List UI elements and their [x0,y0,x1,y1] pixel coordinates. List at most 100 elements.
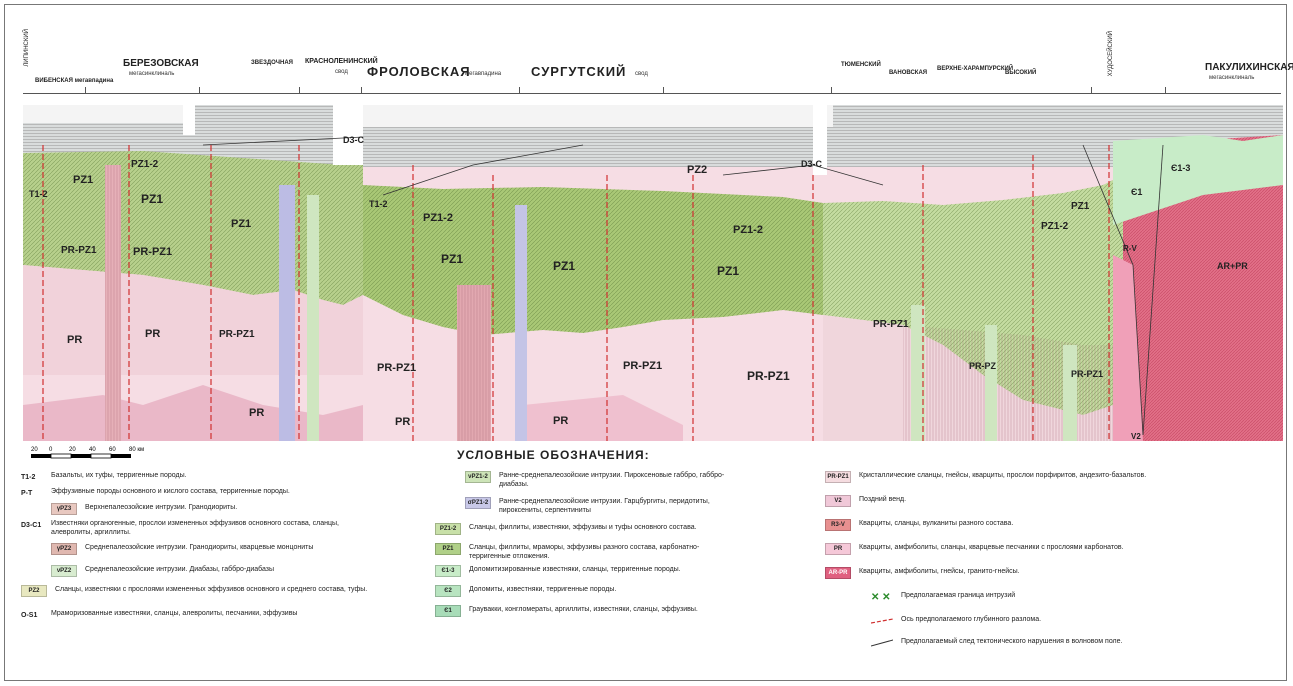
unit-label: ВЕРХНЕ-ХАРАМПУРСКИЙ [937,65,1013,74]
legend-text: Базальты, их туфы, терригенные породы. [51,471,187,480]
legend-item: νPZ2 Среднепалеозойские интрузии. Диабазы… [51,565,274,577]
legend-item: PR-PZ1 Кристаллические сланцы, гнейсы, кв… [825,471,1146,483]
nu-intrusion-east [1063,345,1077,441]
legend-item: Є1 Граувакки, конгломераты, аргиллиты, из… [435,605,698,617]
legend-code: D3-C1 [21,519,43,531]
sigma-intrusion-central [515,205,527,441]
section-label: PZ1-2 [131,159,159,170]
header-tick [85,87,86,93]
legend-text: Предполагаемая граница интрузий [901,591,1015,600]
unit-sublabel: мегасинклиналь [1209,75,1254,81]
legend-text: Среднепалеозойские интрузии. Диабазы, га… [85,565,274,574]
scale-tick: 0 [49,447,53,453]
section-label: V2 [1131,432,1141,441]
header-tick [663,87,664,93]
legend-item: P-T Эффузивные породы основного и кислого… [21,487,290,499]
section-label: PZ1-2 [423,212,453,224]
legend-item: νPZ1-2Ранне-среднепалеозойские интрузии.… [465,471,729,489]
legend-item: V2Поздний венд. [825,495,906,507]
data-gap [183,105,195,135]
section-label: PR-PZ1 [747,369,790,383]
fault-symbol [871,615,893,627]
legend-item: γPZ2Среднепалеозойские интрузии. Граноди… [51,543,313,555]
legend-code: P-T [21,487,43,499]
unit-label: ХУДОСЕЙСКИЙ [1107,31,1116,76]
unit-label: ВЫСОКИЙ [1005,69,1036,78]
section-label: R-V [1123,244,1137,253]
gamma-intrusion-central-hatch [457,285,491,441]
unit-label: ФРОЛОВСКАЯ [367,67,471,76]
section-label: PR-PZ1 [1071,369,1103,379]
legend-swatch: γPZ3 [51,503,77,515]
section-label: PZ1-2 [1041,221,1069,232]
unit-label: БЕРЕЗОВСКАЯ [123,59,199,68]
legend-swatch: PZ1 [435,543,461,555]
header-tick [361,87,362,93]
legend-text: Сланцы, филлиты, известняки, эффузивы и … [469,523,697,532]
section-label: T1-2 [29,189,48,199]
scale-tick: 60 [109,447,116,453]
legend-text: Кварциты, амфиболиты, гнейсы, гранито-гн… [859,567,1020,576]
section-label: Є1-3 [1171,163,1190,173]
scale-segment [111,454,131,458]
unit-sublabel: свод [635,71,648,77]
cover-upper [23,105,193,123]
legend-text: Сланцы, известняки с прослоями измененны… [55,585,367,594]
section-label: PR [67,334,82,346]
section-label: PR-PZ1 [219,329,255,340]
unit-sublabel: свод [335,69,348,75]
geological-cross-section: PZ1 PZ1 PZ1-2 PR-PZ1 PR-PZ1 PR PR PZ1 PR… [23,105,1283,441]
section-label: T1-2 [369,199,388,209]
legend-text: Эффузивные породы основного и кислого со… [51,487,290,496]
legend-text: Ранне-среднепалеозойские интрузии. Гарцб… [499,497,729,515]
legend-text: Верхнепалеозойские интрузии. Гранодиорит… [85,503,237,512]
legend-swatch: Є1 [435,605,461,617]
legend-swatch: PR-PZ1 [825,471,851,483]
figure-frame: ЛИПИНСКИЙ ВИБЕНСКАЯ мегавпадина БЕРЕЗОВС… [4,4,1287,681]
legend-text: Предполагаемый след тектонического наруш… [901,637,1122,646]
legend-text: Кристаллические сланцы, гнейсы, кварциты… [859,471,1146,480]
legend-code: O-S1 [21,609,43,621]
scale-segment [71,454,91,458]
scale-bar-svg: 20 0 20 40 60 80 км [31,444,191,464]
section-label: PZ1 [1071,201,1090,212]
scale-segment [91,454,111,458]
legend-item: PZ1Сланцы, филлиты, мраморы, эффузивы ра… [435,543,729,561]
legend-swatch: νPZ2 [51,565,77,577]
legend-swatch: R3-V [825,519,851,531]
legend-item: Предполагаемый след тектонического наруш… [871,637,1122,649]
header-tick [1091,87,1092,93]
unit-label: ЗВЕЗДОЧНАЯ [251,59,293,68]
section-label: PZ2 [687,164,707,176]
legend-item: ✕ ✕Предполагаемая граница интрузий [871,591,1015,603]
legend-swatch: Є2 [435,585,461,597]
legend-text: Мраморизованные известняки, сланцы, алев… [51,609,297,618]
scale-tick: 20 [31,447,38,453]
section-label: PR-PZ [969,361,997,371]
section-label: D3-C [801,159,823,169]
nu-intrusion-east [985,325,997,441]
header-tick [299,87,300,93]
section-label: PZ1 [73,174,93,186]
legend-text: Доломитизированные известняки, сланцы, т… [469,565,681,574]
scale-tick: 80 км [129,447,144,453]
section-label: PZ1 [231,218,251,230]
scale-tick: 20 [69,447,76,453]
unit-sublabel: мегавпадина [465,71,501,77]
section-label: PR [249,407,264,419]
legend-text: Граувакки, конгломераты, аргиллиты, изве… [469,605,698,614]
section-label: Є1 [1131,187,1142,197]
section-label: PZ1 [441,252,463,266]
legend-text: Ранне-среднепалеозойские интрузии. Пирок… [499,471,729,489]
legend-swatch: PR [825,543,851,555]
unit-label: ВАНОВСКАЯ [889,69,927,78]
scale-segment [31,454,51,458]
section-label: D3-C [343,135,365,145]
